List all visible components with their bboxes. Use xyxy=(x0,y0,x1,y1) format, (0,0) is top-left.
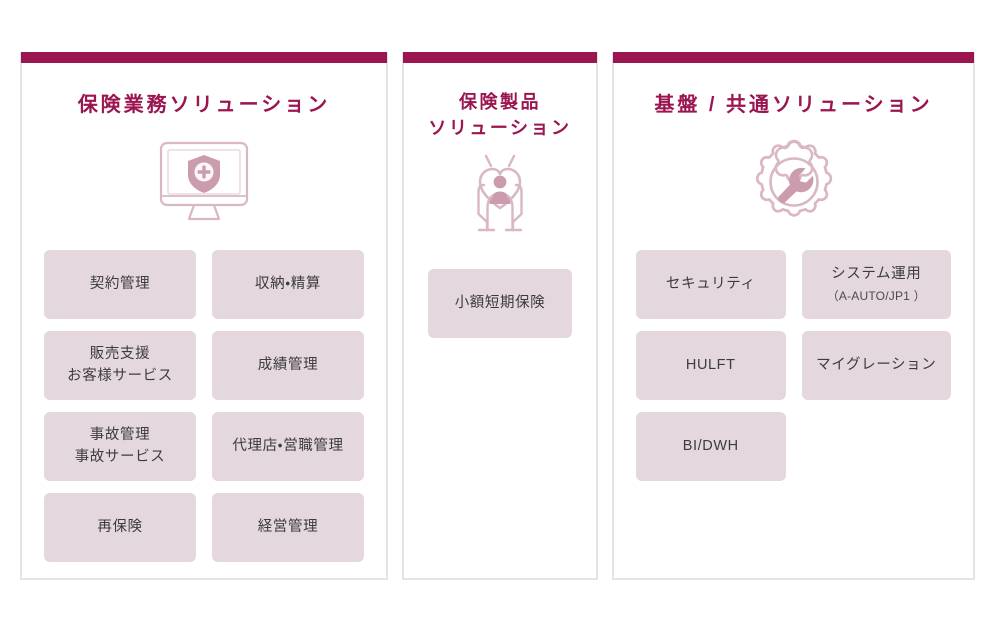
tile[interactable]: 収納・精算 xyxy=(212,250,364,319)
gear-wrench-icon xyxy=(748,136,840,228)
tile-label: 成績管理 xyxy=(257,356,319,373)
page-title: 保険業務ソリューション xyxy=(77,94,331,116)
tile-sublabel: （A-AUTO/JP1 ） xyxy=(826,288,926,303)
hands-heart-icon xyxy=(454,151,546,243)
tile-label: BI/DWH xyxy=(682,437,739,454)
tile[interactable]: 代理店・営職管理 xyxy=(212,412,364,481)
tile[interactable]: BI/DWH xyxy=(636,412,786,481)
tile-grid: 契約管理 収納・精算 販売支援 お客様サービス 成績管理 事故管理 事故サービス… xyxy=(22,250,386,562)
tile[interactable]: セキュリティ xyxy=(636,250,786,319)
tile-label: 再保険 xyxy=(97,518,143,535)
tile-label: HULFT xyxy=(685,356,736,373)
tile[interactable]: システム運用 （A-AUTO/JP1 ） xyxy=(801,250,951,319)
tile-label: 経営管理 xyxy=(257,518,319,535)
panel-body: 保険業務ソリューション 契約管理 収納・精算 xyxy=(21,63,387,579)
tile-label: 事故管理 事故サービス xyxy=(74,426,166,465)
tile[interactable]: マイグレーション xyxy=(801,331,951,400)
page-title: 基盤 / 共通ソリューション xyxy=(654,94,933,116)
tile-grid: 小額短期保険 xyxy=(404,269,596,339)
page-title: 保険製品 ソリューション xyxy=(428,92,572,139)
tile[interactable]: 事故管理 事故サービス xyxy=(44,412,196,481)
tile[interactable]: 小額短期保険 xyxy=(428,269,572,339)
tile-label: 契約管理 xyxy=(89,275,151,292)
panel-platform-common-solution: 基盤 / 共通ソリューション xyxy=(612,52,975,580)
tile[interactable]: HULFT xyxy=(636,331,786,400)
panel-insurance-business-solution: 保険業務ソリューション 契約管理 収納・精算 xyxy=(20,52,388,580)
panel-body: 基盤 / 共通ソリューション xyxy=(613,63,974,579)
tile[interactable]: 再保険 xyxy=(44,493,196,562)
tile[interactable]: 契約管理 xyxy=(44,250,196,319)
panel-accent-bar xyxy=(21,52,387,63)
tile-label: セキュリティ xyxy=(665,275,756,292)
tile-label: 収納・精算 xyxy=(255,275,321,292)
panel-accent-bar xyxy=(403,52,597,63)
tile-label: システム運用 xyxy=(831,266,922,283)
panel-insurance-product-solution: 保険製品 ソリューション 小額短期保険 xyxy=(402,52,598,580)
panel-accent-bar xyxy=(613,52,974,63)
tile-label: 代理店・営職管理 xyxy=(232,437,344,454)
tile-label: マイグレーション xyxy=(816,356,937,373)
panel-body: 保険製品 ソリューション 小額短期保険 xyxy=(403,63,597,579)
tile-label: 販売支援 お客様サービス xyxy=(67,345,173,384)
tile[interactable]: 経営管理 xyxy=(212,493,364,562)
tile-grid: セキュリティ システム運用 （A-AUTO/JP1 ） HULFT マイグレーシ… xyxy=(614,250,973,481)
tile-label: 小額短期保険 xyxy=(454,294,546,311)
tile[interactable]: 成績管理 xyxy=(212,331,364,400)
tile[interactable]: 販売支援 お客様サービス xyxy=(44,331,196,400)
monitor-shield-icon xyxy=(156,136,252,228)
